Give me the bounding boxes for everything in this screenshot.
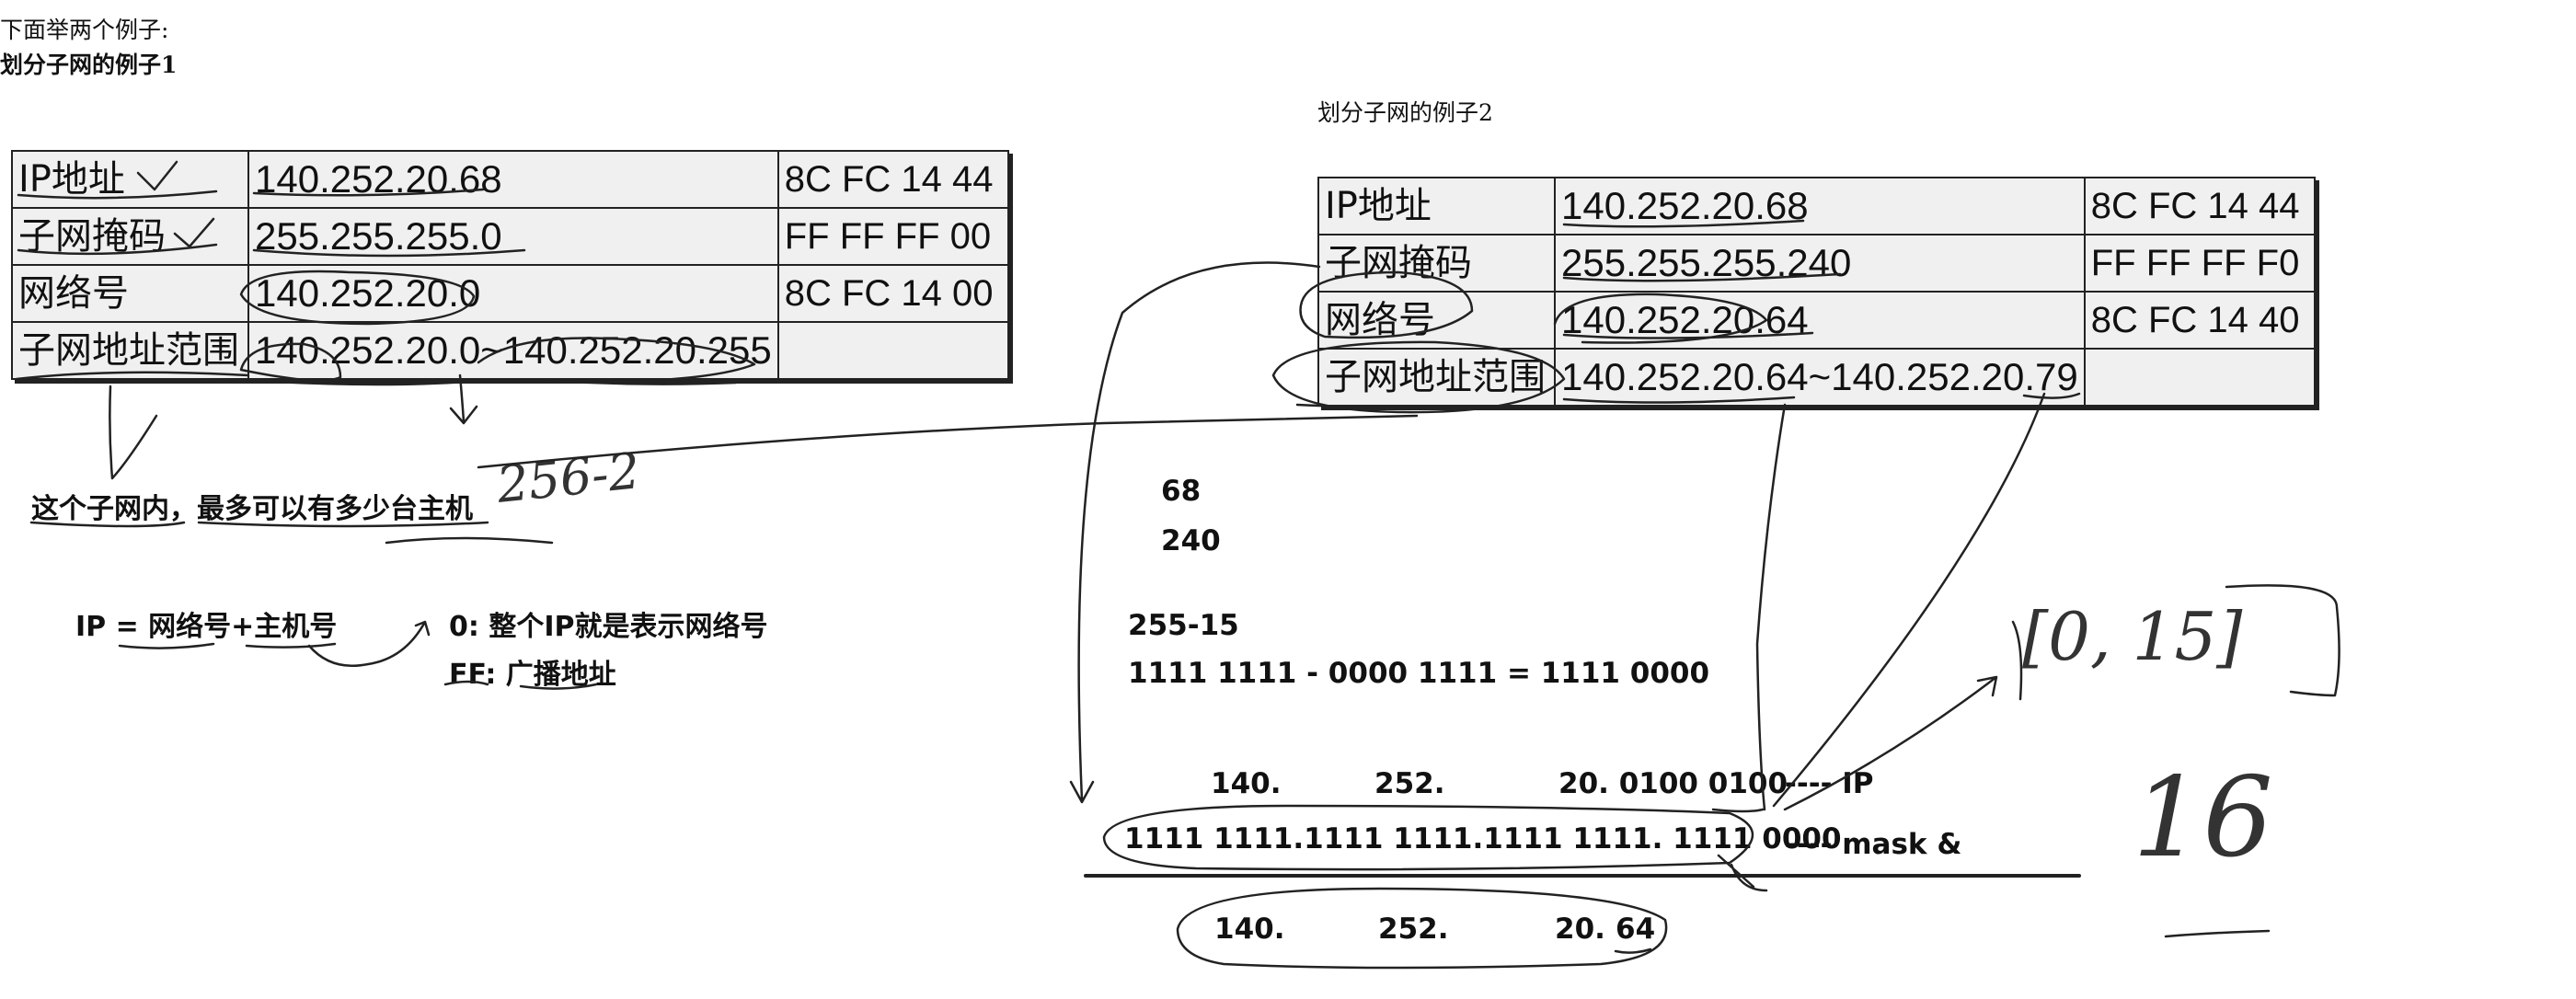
table-row: 网络号 140.252.20.64 8C FC 14 40 <box>1317 291 2316 350</box>
table-row: IP地址 140.252.20.68 8C FC 14 44 <box>1317 177 2316 235</box>
table-cell-value: 140.252.20.0~140.252.20.255 <box>247 321 779 380</box>
result-octet-1: 140. <box>1214 913 1285 946</box>
ip-octet-2: 252. <box>1374 767 1445 800</box>
table-cell-hex: 8C FC 14 44 <box>776 150 1009 209</box>
example2-title: 划分子网的例子2 <box>1317 99 1493 126</box>
mask-bits: 1111 1111.1111 1111.1111 1111. 1111 0000 <box>1124 822 1842 855</box>
table-row: 子网掩码 255.255.255.0 FF FF FF 00 <box>11 207 1009 266</box>
table-cell-value: 255.255.255.240 <box>1554 234 2086 293</box>
table-cell-hex: 8C FC 14 00 <box>776 264 1009 323</box>
table-row: 网络号 140.252.20.0 8C FC 14 00 <box>11 264 1009 323</box>
table-cell-hex: FF FF FF F0 <box>2083 234 2316 293</box>
calc-binary-sub: 1111 1111 - 0000 1111 = 1111 0000 <box>1128 657 1710 690</box>
table-cell-label: 子网掩码 <box>11 207 249 266</box>
table-cell-value: 140.252.20.64~140.252.20.79 <box>1554 348 2086 407</box>
table-cell-hex <box>776 321 1009 380</box>
calc-68: 68 <box>1161 475 1202 508</box>
subnet-table-1: IP地址 140.252.20.68 8C FC 14 44 子网掩码 255.… <box>11 150 1009 380</box>
table-cell-hex: FF FF FF 00 <box>776 207 1009 266</box>
calc-sub: 255-15 <box>1128 609 1239 642</box>
result-octet-4: 64 <box>1616 913 1656 946</box>
table-cell-label: 网络号 <box>1317 291 1556 350</box>
ip-formula: IP = 网络号+主机号 <box>75 611 338 643</box>
table-cell-value: 140.252.20.64 <box>1554 291 2086 350</box>
result-octet-3: 20. <box>1555 913 1605 946</box>
intro-line-2: 划分子网的例子1 <box>0 52 178 78</box>
table-cell-hex: 8C FC 14 44 <box>2083 177 2316 235</box>
mask-row-tag: ---- mask & <box>1785 828 1962 861</box>
table-cell-hex <box>2083 348 2316 407</box>
table-cell-label: 子网掩码 <box>1317 234 1556 293</box>
table-cell-hex: 8C FC 14 40 <box>2083 291 2316 350</box>
handwritten-range: [0, 15] <box>2022 598 2243 675</box>
table-cell-label: 子网地址范围 <box>11 321 249 380</box>
host-count-question: 这个子网内，最多可以有多少台主机 <box>31 493 473 525</box>
table-cell-value: 255.255.255.0 <box>247 207 779 266</box>
ip-row-tag: ---- IP <box>1785 767 1874 800</box>
handwritten-count: 16 <box>2133 754 2273 882</box>
intro-line-1: 下面举两个例子: <box>0 17 169 43</box>
broadcast-note: FF: 广播地址 <box>449 659 616 691</box>
table-cell-value: 140.252.20.68 <box>1554 177 2086 235</box>
ip-octet-1: 140. <box>1211 767 1282 800</box>
table-row: 子网地址范围 140.252.20.0~140.252.20.255 <box>11 321 1009 380</box>
table-cell-label: 网络号 <box>11 264 249 323</box>
result-octet-2: 252. <box>1378 913 1449 946</box>
table-cell-value: 140.252.20.0 <box>247 264 779 323</box>
table-row: 子网掩码 255.255.255.240 FF FF FF F0 <box>1317 234 2316 293</box>
calc-240: 240 <box>1161 524 1221 557</box>
zero-host-note: 0: 整个IP就是表示网络号 <box>449 611 768 643</box>
table-row: IP地址 140.252.20.68 8C FC 14 44 <box>11 150 1009 209</box>
ip-octet-3-4: 20. 0100 0100 <box>1558 767 1788 800</box>
table-row: 子网地址范围 140.252.20.64~140.252.20.79 <box>1317 348 2316 407</box>
table-cell-label: IP地址 <box>1317 177 1556 235</box>
table-cell-label: IP地址 <box>11 150 249 209</box>
table-cell-label: 子网地址范围 <box>1317 348 1556 407</box>
table-cell-value: 140.252.20.68 <box>247 150 779 209</box>
handwritten-host-count: 256-2 <box>494 442 643 514</box>
subnet-table-2: IP地址 140.252.20.68 8C FC 14 44 子网掩码 255.… <box>1317 177 2316 407</box>
